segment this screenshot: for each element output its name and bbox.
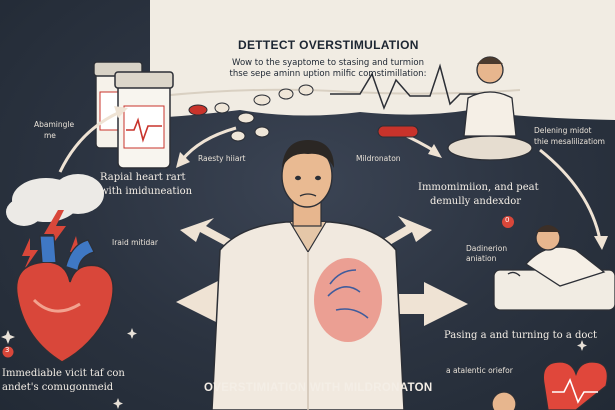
rest-note-line-1: Dadinerion [466,244,508,253]
meditating-man-icon [447,56,533,161]
red-pill-icon [377,125,419,138]
pill-label: Mildronaton [356,154,401,163]
bottom-left-note-line-2: andet's comugonmeid [2,382,114,393]
right-middle-title-line-1: Immomimiion, and peat [418,182,539,193]
right-middle-title-line-2: demully andexdor [430,196,522,207]
storm-cloud-icon [6,174,104,270]
subtitle-line-1: Wow to the syaptome to stasing and turmi… [232,58,424,68]
page-title: DETTECT OVERSTIMULATION [238,38,419,52]
pill-bottle-front-icon [114,71,174,169]
badge-left [2,346,14,358]
pills-row-icon [188,84,314,142]
ecg-line-icon [330,63,480,111]
badge-right-number: 0 [505,216,510,224]
badge-left-number: 3 [5,346,10,354]
doctor-note: Pasing a and turning to a doct [444,330,598,341]
anatomical-heart-icon [15,235,114,363]
arrow-right-big [378,282,468,326]
left-top-note-line-1: Abamingle [34,120,75,129]
heart-rate-line-2: with imiduneation [100,186,193,197]
right-top-note-line-2: thie mesalilizatiom [534,137,605,146]
red-heart-icon [542,361,609,410]
subtitle-line-2: thse sepe aminn uption milfic comstimill… [229,69,427,79]
fluid-note: Iraid mitidar [112,238,158,247]
heart-label: Raesty hiiart [198,154,246,163]
sparkle-icons [1,328,587,409]
central-man-figure [211,140,405,410]
arrow-up-left [180,218,232,246]
arrow-top-left [180,126,237,161]
left-top-note-line-2: me [44,131,56,140]
right-bottom-note: a atalentic oriefor [446,366,513,375]
badge-right [502,216,514,228]
banner-wave [159,88,521,97]
bottom-left-note-line-1: Immediable vicit taf con [2,368,125,379]
arrow-left-curve [58,110,121,173]
bottom-title: OVERSTIMIATION WITH MILDRONATON [204,382,433,394]
right-top-note-line-1: Delening midot [534,126,592,135]
arrow-right-curve [539,148,602,241]
rest-note-line-2: aniation [466,254,497,263]
heart-rate-line-1: Rapial heart rart [100,172,186,183]
arrow-up-right [382,216,432,246]
resting-man-icon [493,225,615,311]
